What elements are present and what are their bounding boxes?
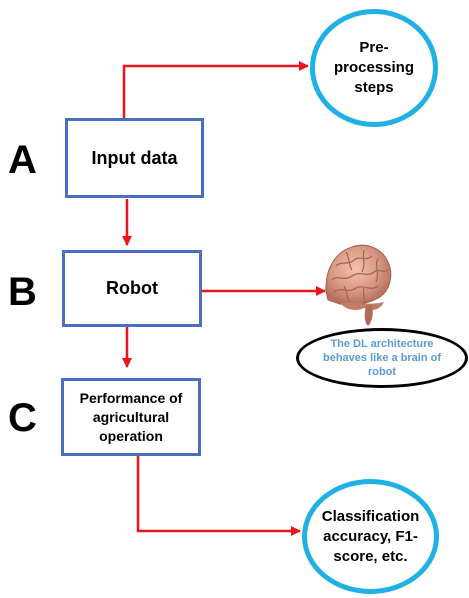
classification-label: Classification accuracy, F1-score, etc. — [321, 507, 420, 565]
brain-caption-text: The DL architecture behaves like a brain… — [323, 338, 441, 378]
performance-label: Performance of agricultural operation — [79, 389, 183, 444]
input-data-box: Input data — [65, 118, 204, 198]
label-c: C — [8, 396, 37, 440]
arrow-performance-to-classification — [136, 456, 301, 536]
classification-circle: Classification accuracy, F1-score, etc. — [302, 479, 439, 594]
preprocessing-label: Pre-processing steps — [333, 39, 415, 96]
robot-label: Robot — [106, 278, 158, 298]
preprocessing-circle: Pre-processing steps — [310, 9, 438, 127]
arrow-input-to-preprocessing — [122, 61, 309, 118]
label-b: B — [8, 270, 37, 314]
robot-box: Robot — [62, 250, 202, 327]
brain-image — [325, 244, 392, 326]
input-data-label: Input data — [91, 147, 178, 168]
brain-caption-oval: The DL architecture behaves like a brain… — [296, 328, 468, 388]
label-a: A — [8, 138, 37, 182]
performance-box: Performance of agricultural operation — [61, 378, 201, 456]
arrows — [122, 61, 326, 536]
